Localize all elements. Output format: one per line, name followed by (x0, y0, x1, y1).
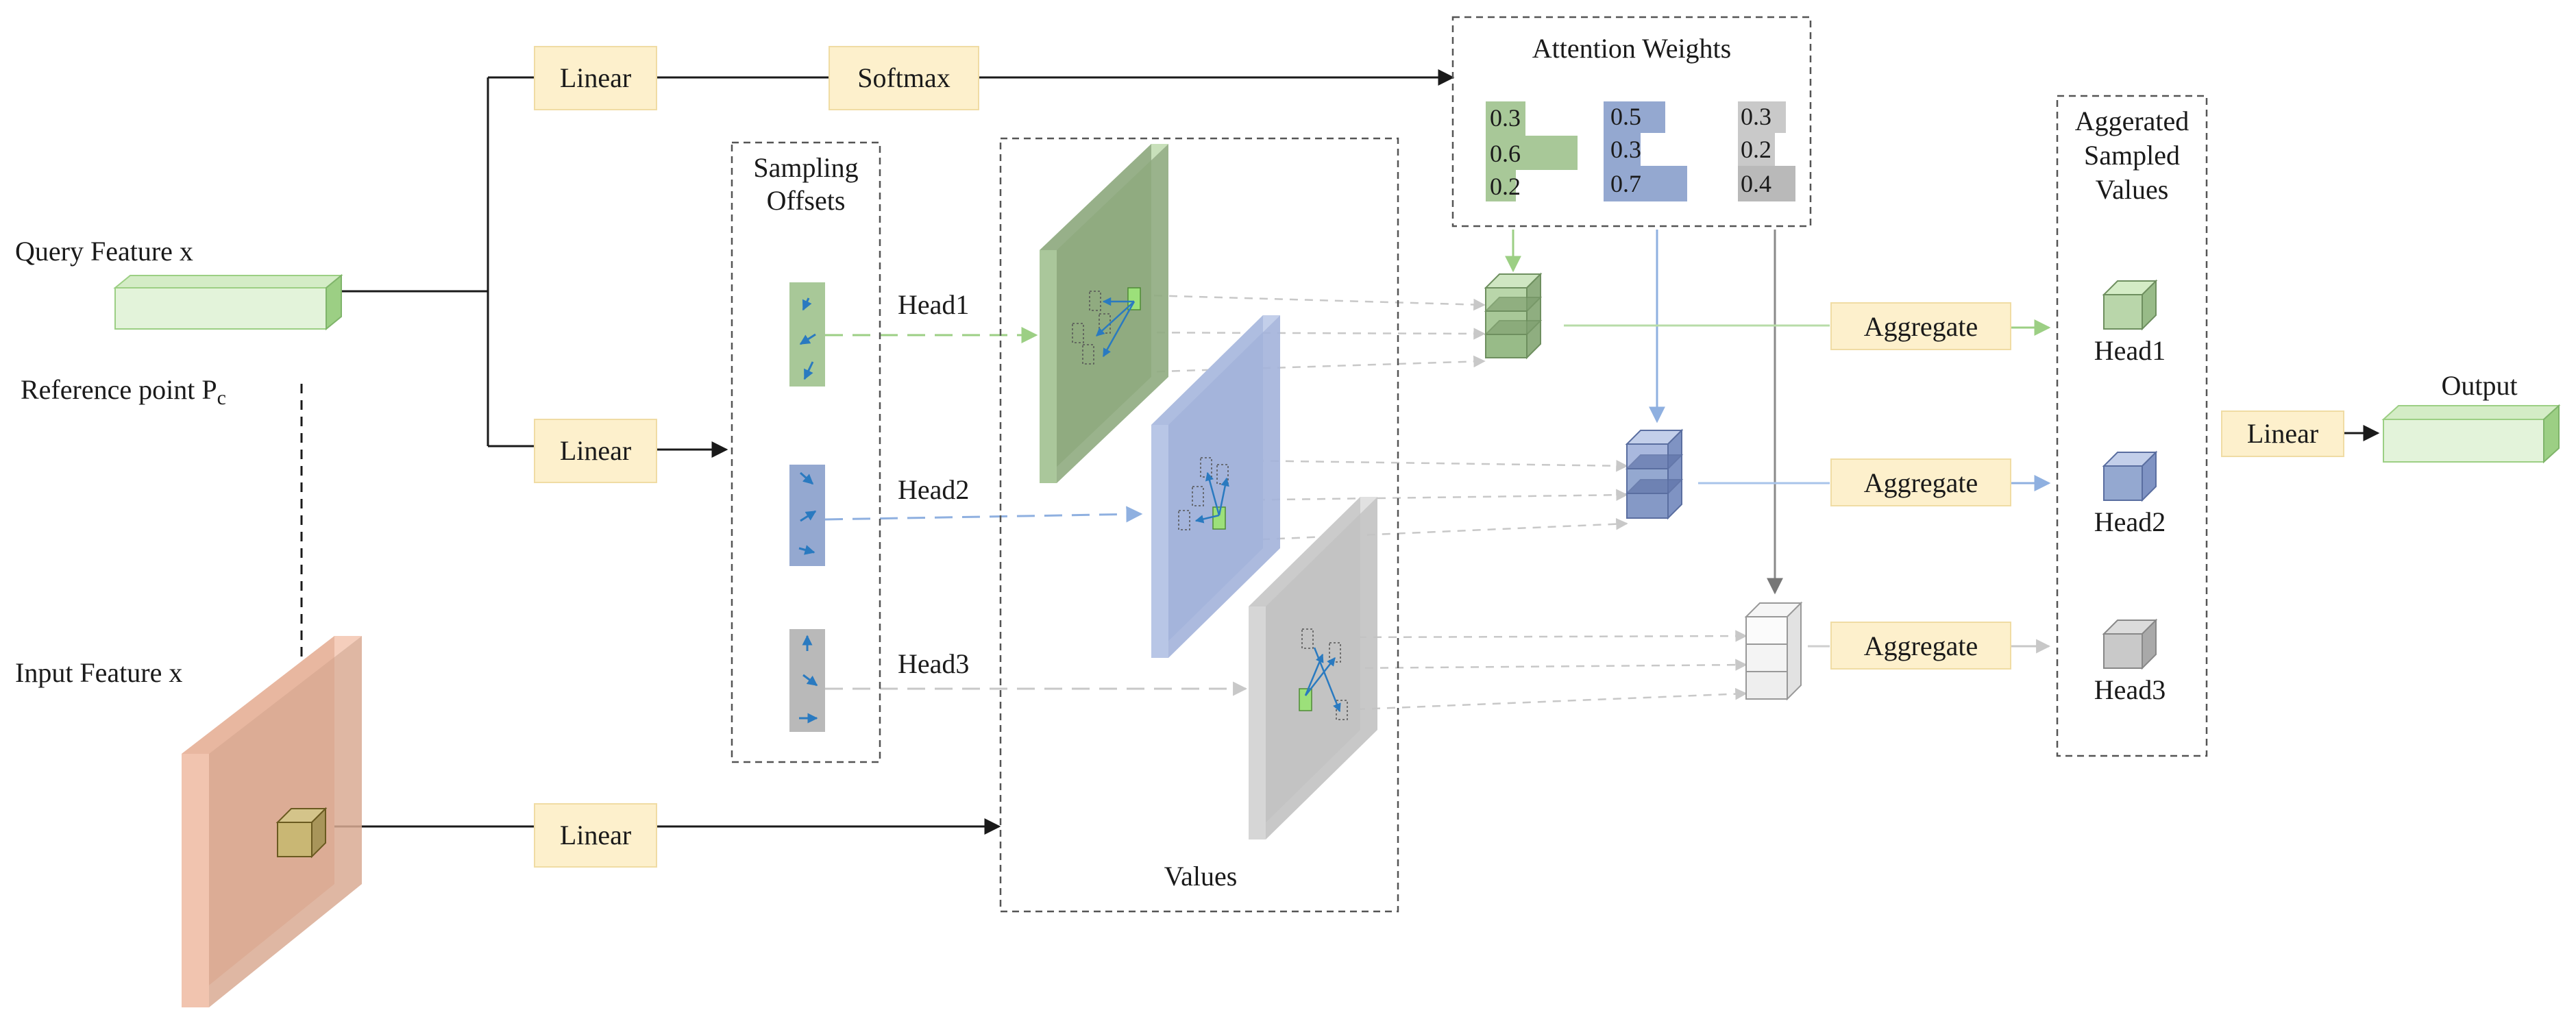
linear-out-box: Linear (2221, 410, 2344, 457)
reference-point-label: Reference point Pc (21, 374, 226, 409)
aggregated-title-3: Values (2096, 174, 2169, 205)
input-feature-map (182, 636, 362, 1007)
output-label: Output (2441, 370, 2517, 401)
value-map-head2 (1151, 315, 1280, 658)
values-label: Values (1164, 861, 1238, 892)
aggregate-box-1: Aggregate (1830, 302, 2011, 350)
sample-lines-head3 (1342, 630, 1747, 711)
aggregated-title-1: Aggerated (2075, 106, 2189, 136)
svg-text:0.3: 0.3 (1610, 136, 1641, 163)
sample-lines-head2 (1216, 459, 1628, 543)
attention-head2-bars: 0.5 0.3 0.7 (1604, 101, 1687, 201)
value-map-head3 (1249, 497, 1377, 839)
input-feature-label: Input Feature x (15, 657, 182, 688)
offset-strip-head2 (789, 465, 825, 566)
svg-text:Aggregate: Aggregate (1864, 311, 1978, 342)
svg-text:0.4: 0.4 (1741, 170, 1771, 197)
values-panel: Values (999, 137, 1399, 913)
aggregated-head3-label: Head3 (2094, 674, 2166, 705)
query-feature-label: Query Feature x (15, 236, 193, 267)
svg-text:Linear: Linear (560, 435, 631, 466)
stacked-cube-head3 (1744, 601, 1803, 701)
stacked-cube-head1 (1484, 272, 1543, 360)
aggregated-values-panel: Aggerated Sampled Values Head1 Head2 Hea… (2056, 95, 2208, 757)
aggregated-head2-label: Head2 (2094, 506, 2166, 537)
svg-text:Linear: Linear (560, 820, 631, 850)
svg-text:0.2: 0.2 (1741, 136, 1771, 163)
svg-text:0.6: 0.6 (1490, 140, 1521, 167)
sampling-offsets-title-2: Offsets (767, 185, 846, 216)
offset-strip-head3 (789, 629, 825, 732)
aggregate-box-2: Aggregate (1830, 458, 2011, 506)
aggregated-cube-head2 (2102, 450, 2158, 502)
svg-text:Aggregate: Aggregate (1864, 467, 1978, 498)
offset-strip-head1 (789, 282, 825, 387)
aggregate-box-3: Aggregate (1830, 622, 2011, 670)
svg-text:0.5: 0.5 (1610, 103, 1641, 130)
sampling-offsets-title-1: Sampling (753, 152, 858, 183)
head2-label: Head2 (898, 474, 969, 505)
sampling-offsets-panel: Sampling Offsets (731, 141, 881, 763)
svg-text:0.7: 0.7 (1610, 170, 1641, 197)
aggregated-cube-head3 (2102, 618, 2158, 670)
linear-bottom-box: Linear (534, 803, 657, 868)
query-trunk-line (341, 77, 489, 446)
linear-top-button: Linear (534, 46, 657, 110)
svg-text:Linear: Linear (2247, 418, 2318, 449)
softmax-box: Softmax (829, 46, 979, 110)
svg-text:0.2: 0.2 (1490, 173, 1521, 200)
reference-cube (275, 807, 328, 859)
attention-weights-panel: Attention Weights 0.3 0.6 0.2 0.5 0.3 0.… (1451, 16, 1812, 228)
head3-label: Head3 (898, 648, 969, 679)
svg-text:0.3: 0.3 (1741, 103, 1771, 130)
attention-head3-bars: 0.3 0.2 0.4 (1738, 101, 1795, 201)
attention-weights-title: Attention Weights (1532, 33, 1731, 64)
aggregated-head1-label: Head1 (2094, 335, 2166, 366)
svg-text:Softmax: Softmax (857, 62, 950, 93)
svg-text:0.3: 0.3 (1490, 104, 1521, 132)
value-map-head1 (1040, 144, 1168, 483)
head1-label: Head1 (898, 289, 969, 320)
aggregated-cube-head1 (2102, 279, 2158, 331)
linear-mid-box: Linear (534, 419, 657, 483)
query-feature-bar (113, 273, 343, 331)
aggregated-title-2: Sampled (2084, 140, 2180, 171)
head2-arrow (824, 506, 1143, 523)
attention-head1-bars: 0.3 0.6 0.2 (1486, 101, 1578, 201)
svg-text:Aggregate: Aggregate (1864, 630, 1978, 661)
stacked-cube-head2 (1625, 428, 1684, 520)
svg-text:Linear: Linear (560, 62, 631, 93)
output-feature-bar (2381, 404, 2561, 464)
